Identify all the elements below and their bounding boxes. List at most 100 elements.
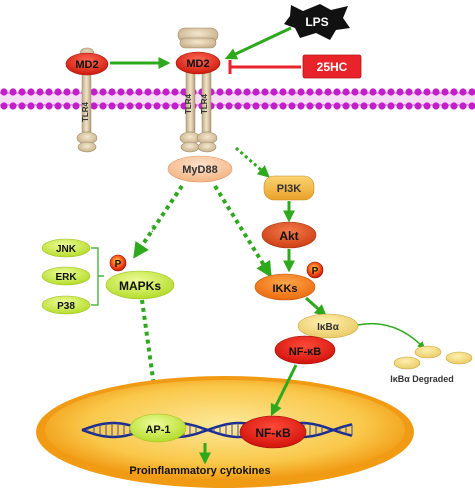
lipid-head (126, 102, 134, 110)
myd88-to-ikks-arrow (213, 184, 272, 278)
uncertain-link-mark: ? (150, 223, 156, 235)
md2-right: MD2 (175, 51, 221, 75)
lipid-head (9, 102, 17, 110)
lipid-head (243, 88, 251, 96)
lipid-head (306, 102, 314, 110)
lipid-head (342, 88, 350, 96)
mapk-family-bracket (91, 247, 104, 306)
lipid-head (279, 102, 287, 110)
lipid-head (108, 102, 116, 110)
mapks-label: MAPKs (119, 279, 161, 293)
myd88-node: MyD88 (167, 155, 233, 183)
p38-label: P38 (57, 301, 75, 312)
jnk-label: JNK (56, 244, 77, 255)
lipid-head (234, 88, 242, 96)
lipid-head (270, 102, 278, 110)
md2-left-label: MD2 (75, 59, 98, 71)
erk-label: ERK (55, 272, 77, 283)
lipid-head (396, 102, 404, 110)
nucleus (36, 376, 414, 488)
lps-to-md2-arrow (224, 26, 292, 60)
lipid-head (261, 102, 269, 110)
lipid-head (27, 102, 35, 110)
lipid-head (378, 102, 386, 110)
pi3k-label: PI3K (277, 183, 302, 195)
lipid-head (171, 88, 179, 96)
lipid-head (297, 88, 305, 96)
lipid-head (108, 88, 116, 96)
lipid-head (36, 102, 44, 110)
myd88-to-mapks-arrow (133, 184, 184, 259)
lipid-head (360, 88, 368, 96)
lipid-head (72, 88, 80, 96)
lps-stimulus: LPS (284, 4, 350, 40)
lipid-head (0, 102, 8, 110)
nfkb-nuclear-label: NF-κB (255, 426, 291, 440)
lipid-head (18, 88, 26, 96)
lipid-head (432, 88, 440, 96)
lipid-head (288, 102, 296, 110)
ikba-degradation-arrow (357, 322, 426, 350)
mapks-node: MAPKs (105, 270, 175, 300)
lipid-head (387, 102, 395, 110)
lipid-head (162, 88, 170, 96)
lipid-head (225, 88, 233, 96)
proinflammatory-cytokines-label: Proinflammatory cytokines (129, 465, 270, 477)
lipid-head (72, 102, 80, 110)
lipid-head (117, 102, 125, 110)
tlr4-right-a-label: TLR4 (184, 93, 193, 114)
lps-label: LPS (305, 15, 328, 29)
lipid-head (54, 102, 62, 110)
lipid-head (261, 88, 269, 96)
lipid-head (90, 102, 98, 110)
25hc-inhibition (228, 60, 301, 74)
lipid-head (333, 88, 341, 96)
tlr4-dimer-receptor: TLR4 TLR4 (177, 27, 219, 153)
lipid-head (360, 102, 368, 110)
ikba-label: IκBα (317, 322, 340, 333)
lipid-head (387, 88, 395, 96)
nfkb-cytoplasm-label: NF-κB (289, 346, 321, 358)
md2-left: MD2 (65, 52, 109, 76)
jnk-node: JNK (41, 238, 91, 258)
lipid-head (351, 88, 359, 96)
25hc-stimulus: 25HC (302, 54, 362, 79)
tlr4-right-b-label: TLR4 (200, 93, 209, 114)
lipid-head (63, 88, 71, 96)
lipid-head (216, 88, 224, 96)
lipid-head (414, 88, 422, 96)
lipid-head (162, 102, 170, 110)
lipid-head (252, 102, 260, 110)
lipid-head (153, 88, 161, 96)
lipid-head (135, 102, 143, 110)
lipid-head (45, 88, 53, 96)
ikba-degraded-label: IκBα Degraded (390, 374, 454, 384)
lps-burst-icon (284, 4, 350, 40)
nfkb-nuclear-translocation-arrow (270, 364, 298, 417)
lipid-head (414, 102, 422, 110)
lipid-head (324, 88, 332, 96)
lipid-head (216, 102, 224, 110)
lipid-head (450, 88, 458, 96)
lipid-head (441, 88, 449, 96)
lipid-head (405, 88, 413, 96)
lipid-head (90, 88, 98, 96)
lipid-head (441, 102, 449, 110)
lipid-head (18, 102, 26, 110)
ap1-node: AP-1 (129, 413, 187, 443)
nfkb-nuclear-node: NF-κB (239, 415, 307, 449)
lipid-head (225, 102, 233, 110)
lipid-head (243, 102, 251, 110)
lipid-head (99, 102, 107, 110)
lipid-head (252, 88, 260, 96)
ikks-to-ikba-arrow (304, 296, 327, 317)
lipid-head (315, 88, 323, 96)
tlr4-left-label: TLR4 (81, 101, 90, 122)
lipid-head (63, 102, 71, 110)
ap1-label: AP-1 (145, 424, 170, 436)
lipid-head (342, 102, 350, 110)
lipid-head (153, 102, 161, 110)
lipid-head (36, 88, 44, 96)
lipid-head (315, 102, 323, 110)
